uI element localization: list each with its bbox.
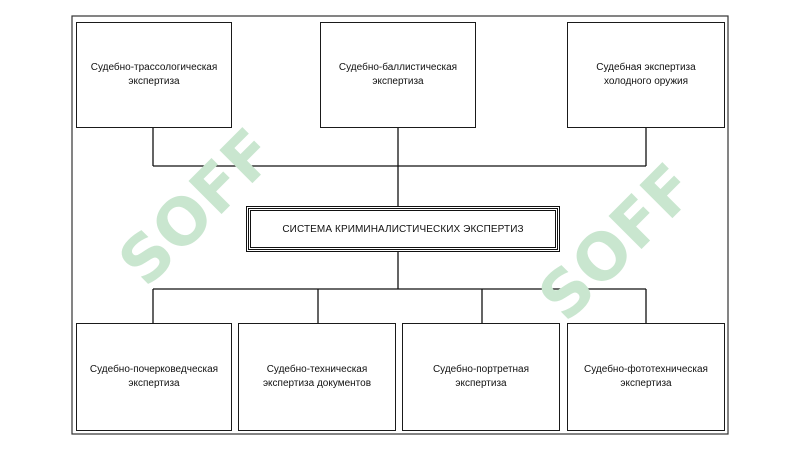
center-node-label: СИСТЕМА КРИМИНАЛИСТИЧЕСКИХ ЭКСПЕРТИЗ xyxy=(282,223,524,235)
node-ballistic-expertise: Судебно-баллистическая экспертиза xyxy=(320,22,476,128)
node-phototechnical-expertise: Судебно-фототехническая экспертиза xyxy=(567,323,725,431)
node-ballistic-expertise-label: Судебно-баллистическая экспертиза xyxy=(338,62,458,87)
node-cold-weapon-expertise: Судебная экспертиза холодного оружия xyxy=(567,22,725,128)
node-portrait-expertise: Судебно-портретная экспертиза xyxy=(402,323,560,431)
node-document-technical-expertise-label: Судебно-техническая экспертиза документо… xyxy=(262,364,372,389)
node-cold-weapon-expertise-label: Судебная экспертиза холодного оружия xyxy=(596,62,696,87)
node-trace-expertise: Судебно-трассологическая экспертиза xyxy=(76,22,232,128)
node-portrait-expertise-label: Судебно-портретная экспертиза xyxy=(432,364,530,389)
center-node: СИСТЕМА КРИМИНАЛИСТИЧЕСКИХ ЭКСПЕРТИЗ xyxy=(246,206,560,252)
bottom-connectors xyxy=(152,252,647,323)
outer-frame xyxy=(71,15,729,435)
node-trace-expertise-label: Судебно-трассологическая экспертиза xyxy=(90,62,218,87)
top-connectors xyxy=(152,128,647,206)
node-phototechnical-expertise-label: Судебно-фототехническая экспертиза xyxy=(584,364,708,389)
node-document-technical-expertise: Судебно-техническая экспертиза документо… xyxy=(238,323,396,431)
node-handwriting-expertise: Судебно-почерковедческая экспертиза xyxy=(76,323,232,431)
node-handwriting-expertise-label: Судебно-почерковедческая экспертиза xyxy=(89,364,219,389)
